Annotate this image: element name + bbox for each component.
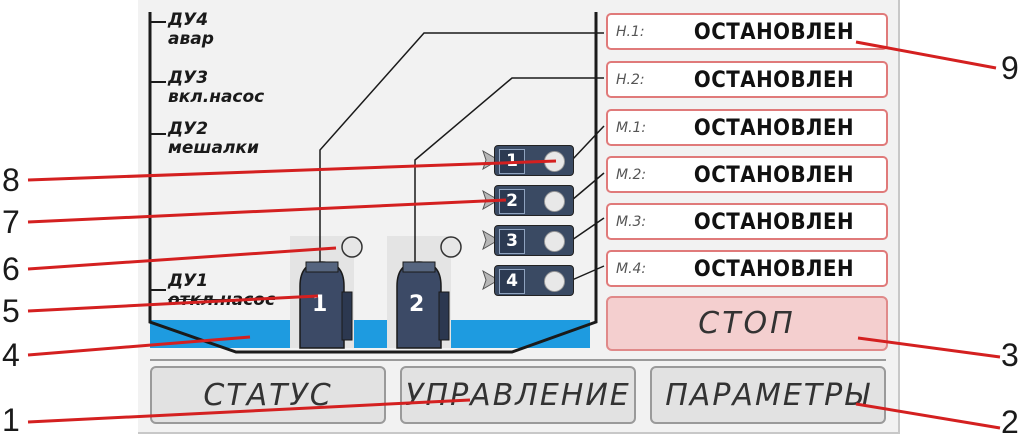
pump-2-label: 2 xyxy=(409,292,425,317)
callout-6: 6 xyxy=(2,251,20,287)
tab-params[interactable]: ПАРАМЕТРЫ xyxy=(650,366,886,424)
mixer-3-number: 3 xyxy=(499,229,525,254)
callout-line-2 xyxy=(855,402,1001,430)
callout-line-7 xyxy=(27,198,507,224)
level-du4: ДУ4 авар xyxy=(168,11,214,49)
callout-line-6 xyxy=(27,246,337,271)
level-du4-desc: авар xyxy=(168,29,214,49)
tab-control[interactable]: УПРАВЛЕНИЕ xyxy=(400,366,636,424)
status-value: ОСТАНОВЛЕН xyxy=(693,210,855,235)
pipe-pump-2 xyxy=(414,77,604,268)
level-du1-name: ДУ1 xyxy=(168,271,209,291)
status-value: ОСТАНОВЛЕН xyxy=(693,163,855,188)
mixer-2-button[interactable]: 2 xyxy=(482,185,574,216)
level-du3: ДУ3 вкл.насос xyxy=(168,69,264,107)
level-du4-name: ДУ4 xyxy=(168,10,209,30)
level-du2: ДУ2 мешалки xyxy=(168,120,259,158)
status-value: ОСТАНОВЛЕН xyxy=(693,116,855,141)
pump-1-indicator xyxy=(341,236,363,258)
stop-button-label: СТОП xyxy=(698,306,796,341)
callout-line-1 xyxy=(27,398,471,424)
mixer-2-lamp xyxy=(544,191,565,212)
mixer-2-body: 2 xyxy=(494,185,574,216)
status-value: ОСТАНОВЛЕН xyxy=(693,20,855,45)
status-row-n2: Н.2: ОСТАНОВЛЕН xyxy=(606,61,888,98)
status-row-m1: М.1: ОСТАНОВЛЕН xyxy=(606,109,888,146)
pump-2-indicator xyxy=(440,236,462,258)
status-row-m2: М.2: ОСТАНОВЛЕН xyxy=(606,156,888,193)
tab-control-label: УПРАВЛЕНИЕ xyxy=(405,377,631,413)
mixer-3-body: 3 xyxy=(494,225,574,256)
level-du2-name: ДУ2 xyxy=(168,119,209,139)
status-tag: М.4: xyxy=(616,261,647,277)
pump-1-label: 1 xyxy=(312,292,328,317)
pump-1-icon[interactable] xyxy=(299,261,353,349)
propeller-icon xyxy=(482,270,496,290)
callout-line-4 xyxy=(27,335,251,357)
status-value: ОСТАНОВЛЕН xyxy=(693,257,855,282)
callout-4: 4 xyxy=(2,337,20,373)
status-tag: Н.1: xyxy=(616,24,645,40)
mixer-4-number: 4 xyxy=(499,269,525,294)
status-tag: М.1: xyxy=(616,120,647,136)
mixer-4-button[interactable]: 4 xyxy=(482,265,574,296)
callout-line-9 xyxy=(855,40,997,70)
tank-wall xyxy=(148,12,598,354)
status-row-n1: Н.1: ОСТАНОВЛЕН xyxy=(606,13,888,50)
status-value: ОСТАНОВЛЕН xyxy=(693,68,855,93)
mixer-4-body: 4 xyxy=(494,265,574,296)
callout-line-8 xyxy=(27,159,557,182)
callout-8: 8 xyxy=(2,162,20,198)
status-tag: Н.2: xyxy=(616,72,645,88)
tab-params-label: ПАРАМЕТРЫ xyxy=(665,377,871,413)
status-row-m3: М.3: ОСТАНОВЛЕН xyxy=(606,203,888,240)
callout-2: 2 xyxy=(1001,404,1019,440)
callout-line-5 xyxy=(27,294,319,313)
callout-1: 1 xyxy=(2,402,20,438)
callout-9: 9 xyxy=(1001,50,1019,86)
status-row-m4: М.4: ОСТАНОВЛЕН xyxy=(606,250,888,287)
mixer-3-button[interactable]: 3 xyxy=(482,225,574,256)
propeller-icon xyxy=(482,230,496,250)
mixer-4-lamp xyxy=(544,271,565,292)
level-du3-desc: вкл.насос xyxy=(168,87,265,107)
mixer-3-lamp xyxy=(544,231,565,252)
status-tag: М.3: xyxy=(616,214,647,230)
pump-2-icon[interactable] xyxy=(396,261,450,349)
water-level xyxy=(150,320,590,348)
status-tag: М.2: xyxy=(616,167,647,183)
level-du2-desc: мешалки xyxy=(168,138,259,158)
level-du3-name: ДУ3 xyxy=(168,68,209,88)
callout-7: 7 xyxy=(2,204,20,240)
callout-3: 3 xyxy=(1001,337,1019,373)
callout-5: 5 xyxy=(2,293,20,329)
callout-line-3 xyxy=(857,336,1001,359)
stop-button[interactable]: СТОП xyxy=(606,296,888,351)
